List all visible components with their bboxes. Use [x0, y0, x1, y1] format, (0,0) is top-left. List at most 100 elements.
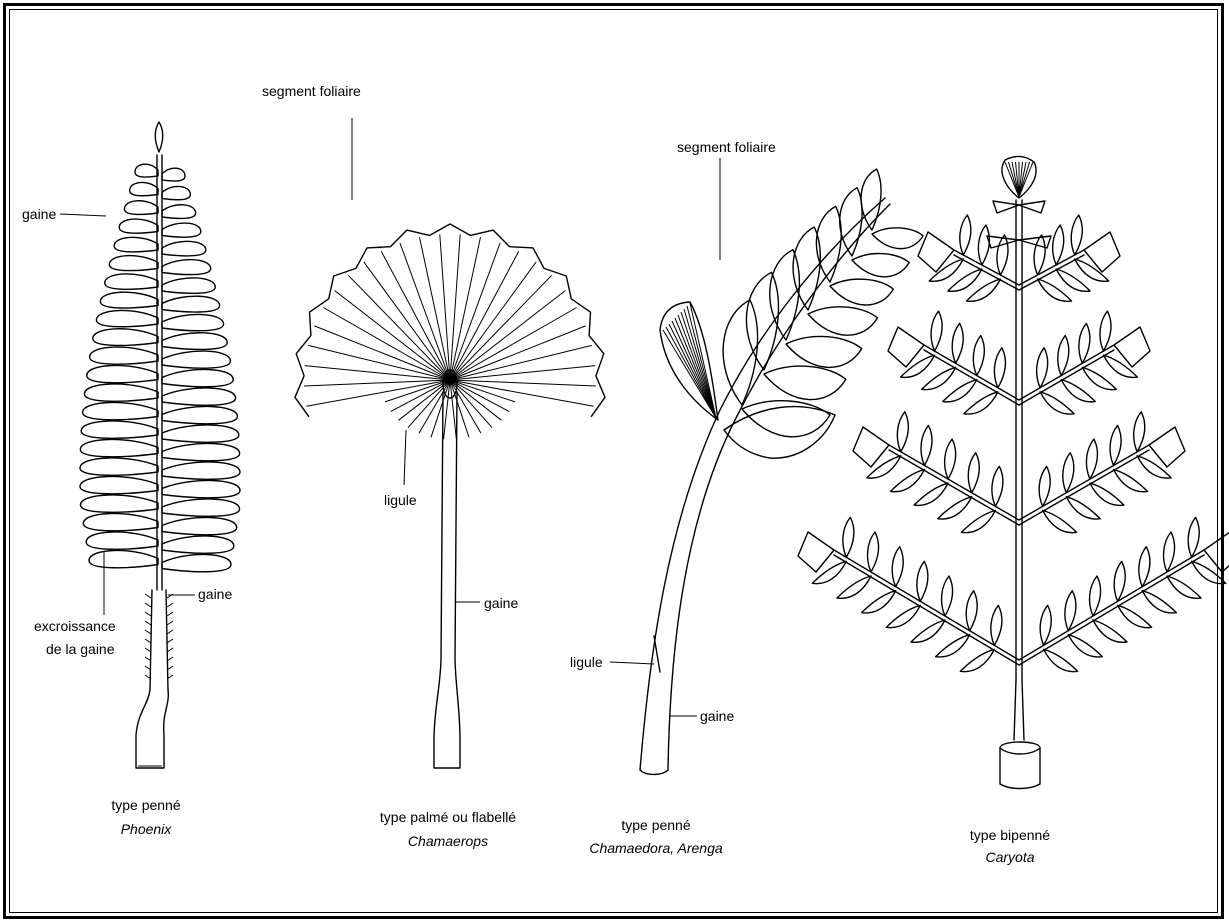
caryota-branches: [798, 201, 1229, 672]
phoenix-leaflet-right: [162, 278, 215, 293]
phoenix-leaflet-right: [162, 462, 240, 479]
chamaedora-leaflet: [808, 307, 878, 335]
caryota-leaflet: [952, 323, 963, 363]
chamaedora-fan-ray: [687, 306, 716, 418]
caryota-leaflet: [997, 235, 1008, 275]
phoenix-leaflet-left: [81, 421, 158, 438]
caryota-terminal-leaflet: [888, 327, 924, 367]
phoenix-leaflet-right: [162, 223, 201, 237]
caryota-leaflet: [1114, 469, 1148, 491]
chamaedora-label-segment: segment foliaire: [677, 139, 776, 155]
caryota-leaflet: [966, 279, 1000, 301]
caryota-leaflet: [1038, 279, 1072, 301]
caryota-terminal-leaflet: [1204, 532, 1229, 572]
caryota-leaflet: [991, 605, 1002, 645]
caryota-leaflet: [1068, 635, 1102, 657]
caryota-leaflet: [960, 215, 971, 255]
phoenix-caption-type: type penné: [111, 797, 180, 813]
caryota-leaflet: [945, 439, 956, 479]
chamaerops-fan-ray: [304, 380, 450, 386]
phoenix-leaflet-right: [162, 480, 240, 497]
caryota-leaflet: [1056, 269, 1090, 291]
phoenix-leaflet-right: [162, 168, 185, 181]
chamaerops-fan-outline: [295, 224, 605, 416]
caryota-leaflet: [1079, 323, 1090, 363]
chamaerops-fan-ray: [348, 275, 450, 380]
chamaedora-caption-genus: Chamaedora, Arenga: [589, 840, 723, 856]
phoenix-leaflet-right: [162, 260, 211, 275]
phoenix-caption-genus: Phoenix: [121, 821, 173, 837]
chamaerops-fan-ray: [450, 380, 596, 386]
phoenix-leaflet-right: [162, 241, 206, 256]
chamaerops-fan-ray: [306, 380, 450, 406]
caryota-leaflet: [1188, 517, 1199, 557]
caryota-leaflet: [1090, 483, 1124, 505]
phoenix-leaflet-left: [86, 532, 158, 549]
chamaerops-label-ligule: ligule: [384, 492, 417, 508]
chamaedora-leaflet: [770, 250, 800, 340]
phoenix-leaflet-right: [162, 333, 227, 350]
caryota-secondary-rachis: [1019, 350, 1114, 405]
caryota-leaflet: [1044, 649, 1078, 671]
caryota-leaflet: [1093, 620, 1127, 642]
caryota-leaflet: [931, 311, 942, 351]
phoenix-leaflet-left: [89, 550, 158, 567]
phoenix-leaflet-right: [162, 499, 240, 516]
phoenix-leaflet-left: [93, 329, 158, 346]
phoenix-leaflet-left: [119, 219, 158, 233]
phoenix-leaflet-left: [100, 292, 158, 308]
caryota-leaflet: [936, 635, 970, 657]
caryota-leaflet: [812, 561, 846, 583]
phoenix-label-gaine-lower: gaine: [198, 586, 232, 602]
caryota-leaflet: [942, 576, 953, 616]
caryota-caption-genus: Caryota: [985, 849, 1034, 865]
caryota-leaflet: [1037, 348, 1048, 388]
caryota-top-fan-ray: [1012, 162, 1019, 197]
phoenix-label-de-la-gaine: de la gaine: [46, 641, 115, 657]
phoenix-leaflet-right: [162, 554, 231, 571]
phoenix-leaflet-left: [84, 384, 158, 401]
phoenix-leaflet-left: [80, 458, 158, 475]
caryota-leaflet: [868, 532, 879, 572]
chamaedora-leaflet: [764, 366, 846, 400]
phoenix-leaflet-left: [130, 182, 158, 195]
caryota-leaflet: [1063, 453, 1074, 493]
caryota-terminal-leaflet: [1114, 327, 1150, 367]
caryota-leaflet: [917, 561, 928, 601]
chamaedora-caption-type: type penné: [621, 817, 690, 833]
chamaedora-fan-ray: [681, 312, 716, 418]
caryota-leaflet: [1167, 576, 1201, 598]
phoenix-leaflet-left: [124, 201, 158, 215]
caryota-leaflet: [1114, 561, 1125, 601]
chamaerops-caption-type: type palmé ou flabellé: [380, 809, 516, 825]
phoenix-tip: [155, 122, 163, 152]
chamaerops-caption-genus: Chamaerops: [408, 833, 488, 849]
caryota-leaflet: [1110, 425, 1121, 465]
caryota-leaflet: [843, 517, 854, 557]
caryota-leaflet: [862, 591, 896, 613]
chamaedora-leaf-drawing: [640, 169, 923, 774]
caryota-leaflet: [978, 225, 989, 265]
phoenix-leaflet-right: [162, 205, 196, 219]
caryota-leaflet: [892, 547, 903, 587]
caryota-leaflet: [968, 453, 979, 493]
phoenix-leaflet-left: [90, 347, 158, 364]
phoenix-leaflet-left: [105, 274, 158, 289]
caryota-leaflet: [1100, 311, 1111, 351]
caryota-leaflet: [886, 605, 920, 627]
chamaerops-label-segment: segment foliaire: [262, 83, 361, 99]
caryota-terminal-leaflet: [798, 532, 834, 572]
caryota-leaflet: [1053, 225, 1064, 265]
chamaedora-label-ligule: ligule: [570, 654, 603, 670]
chamaedora-leaflet: [872, 228, 923, 249]
phoenix-label-excroissance: excroissance: [34, 618, 116, 634]
caryota-leaflet: [837, 576, 871, 598]
chamaedora-fan-ray: [663, 330, 716, 418]
chamaerops-fan-ray: [450, 291, 565, 381]
caryota-leaflet: [961, 510, 995, 532]
phoenix-sheath-spines: [145, 594, 173, 679]
chamaerops-fan-ray: [335, 291, 450, 381]
phoenix-leaflet-left: [109, 256, 158, 271]
phoenix-leaflet-right: [162, 186, 190, 199]
